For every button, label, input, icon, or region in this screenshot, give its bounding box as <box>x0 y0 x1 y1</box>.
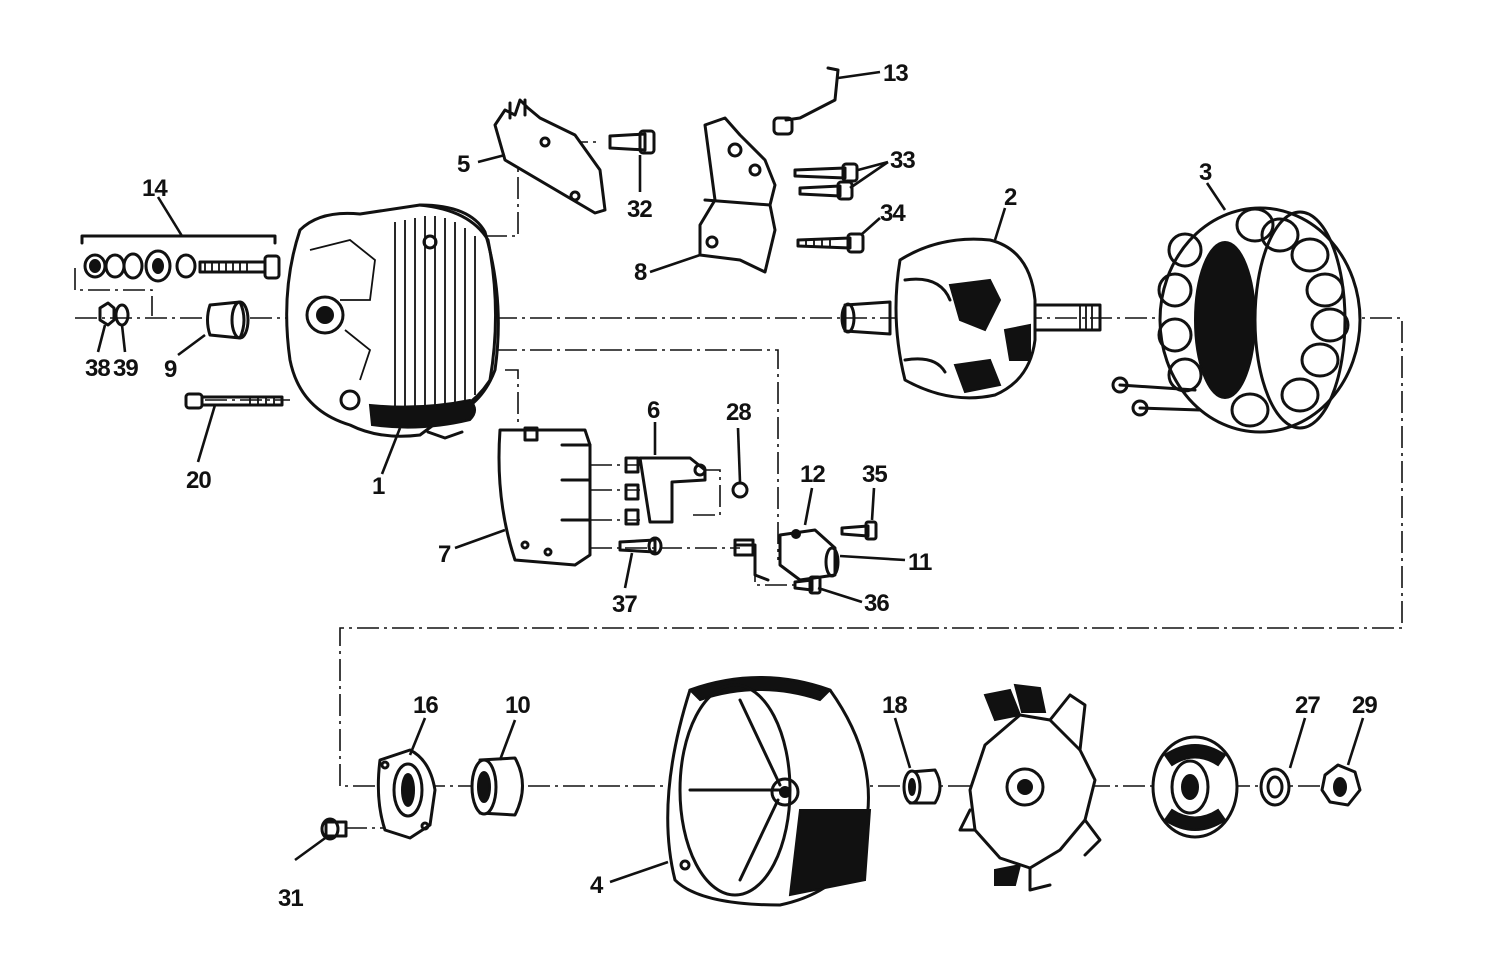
callout-28: 28 <box>726 399 751 426</box>
callout-16: 16 <box>413 692 438 719</box>
part-16-retainer-plate <box>376 748 437 840</box>
fan <box>958 683 1102 892</box>
callout-20: 20 <box>186 467 211 494</box>
callout-13: 13 <box>883 60 908 87</box>
part-20-through-bolt <box>184 392 284 410</box>
callout-5: 5 <box>457 151 470 178</box>
part-1-slip-ring-end-frame <box>285 203 500 440</box>
callout-18: 18 <box>882 692 907 719</box>
part-37-pin <box>618 536 663 556</box>
part-18-spacer <box>902 768 942 805</box>
part-14-hardware-stack <box>80 234 281 283</box>
callout-36: 36 <box>864 590 889 617</box>
part-34-screw <box>796 232 865 254</box>
callout-39: 39 <box>113 355 138 382</box>
part-28-nut <box>731 481 749 499</box>
callout-37: 37 <box>612 591 637 618</box>
part-5-bracket <box>493 98 607 215</box>
part-29-nut <box>1320 763 1362 807</box>
callout-14: 14 <box>142 175 168 202</box>
part-39-washer <box>114 303 130 327</box>
part-8-regulator-bracket <box>698 116 777 274</box>
callout-35: 35 <box>862 461 887 488</box>
callout-12: 12 <box>800 461 825 488</box>
part-12-brush-holder <box>733 538 770 582</box>
part-7-cover <box>497 426 592 567</box>
part-31-screw <box>320 817 348 841</box>
part-4-drive-end-frame <box>666 676 872 907</box>
callout-7: 7 <box>438 541 451 568</box>
callout-27: 27 <box>1295 692 1320 719</box>
part-27-washer <box>1259 767 1291 807</box>
callout-10: 10 <box>505 692 530 719</box>
callout-9: 9 <box>164 356 177 383</box>
callout-31: 31 <box>278 885 303 912</box>
callout-32: 32 <box>627 196 652 223</box>
part-6-terminal-block <box>624 456 707 526</box>
callout-8: 8 <box>634 259 647 286</box>
part-36-screw <box>793 575 822 595</box>
callout-6: 6 <box>647 397 660 424</box>
part-9-bearing-cup <box>206 300 250 340</box>
part-32-screw <box>608 129 656 155</box>
callout-33: 33 <box>890 147 915 174</box>
part-10-bearing <box>470 756 524 817</box>
callout-29: 29 <box>1352 692 1377 719</box>
callout-labels: 1 2 3 4 5 6 7 8 9 10 11 12 13 14 16 18 2… <box>85 60 1378 912</box>
callout-11: 11 <box>908 549 932 576</box>
part-11-brush <box>778 528 840 582</box>
callout-leaders <box>96 70 1365 884</box>
part-38-nut <box>98 301 116 327</box>
part-3-stator <box>1111 206 1362 434</box>
stator-windings <box>1157 207 1350 428</box>
callout-1: 1 <box>372 473 385 500</box>
callout-2: 2 <box>1004 184 1017 211</box>
part-13-terminal-strap <box>772 66 840 136</box>
part-35-screw <box>840 520 878 541</box>
callout-4: 4 <box>590 872 604 899</box>
callout-38: 38 <box>85 355 110 382</box>
part-2-rotor <box>840 237 1102 400</box>
part-33-screws <box>793 162 859 201</box>
pulley <box>1151 735 1239 839</box>
callout-3: 3 <box>1199 159 1212 186</box>
callout-34: 34 <box>880 200 906 227</box>
